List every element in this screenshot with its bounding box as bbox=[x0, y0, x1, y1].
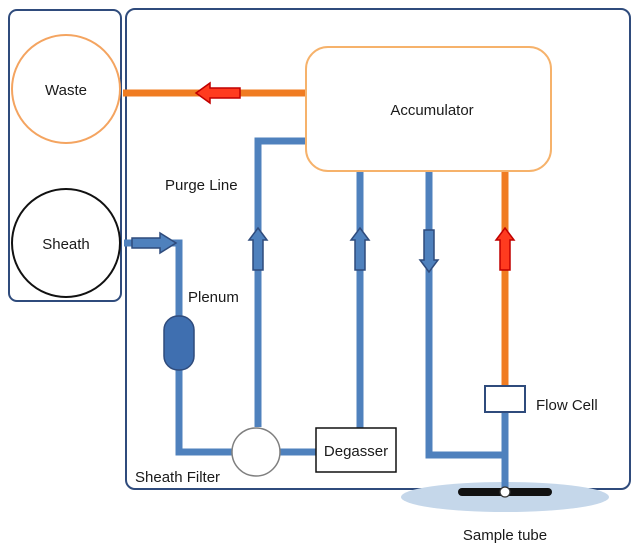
sheath-filter-label: Sheath Filter bbox=[135, 469, 220, 486]
sample-nozzle bbox=[499, 486, 511, 498]
waste-reservoir bbox=[11, 34, 121, 144]
accumulator-box bbox=[305, 46, 552, 172]
sheath-filter bbox=[231, 427, 281, 477]
purge-line bbox=[254, 137, 307, 427]
plenum bbox=[163, 315, 195, 371]
arrow-right-icon bbox=[131, 231, 178, 255]
sample-tube-label: Sample tube bbox=[463, 527, 547, 544]
accumulator-label: Accumulator bbox=[390, 102, 473, 119]
waste-label: Waste bbox=[45, 82, 87, 99]
flow-cell-box bbox=[484, 385, 526, 413]
degasser-label: Degasser bbox=[324, 443, 388, 460]
plenum-label: Plenum bbox=[188, 289, 239, 306]
flow-cell-label: Flow Cell bbox=[536, 397, 598, 414]
arrow-up-icon bbox=[349, 226, 371, 271]
degasser-box bbox=[315, 427, 397, 473]
sheath-reservoir bbox=[11, 188, 121, 298]
arrow-left-icon bbox=[194, 81, 241, 105]
purge-line-label: Purge Line bbox=[165, 177, 238, 194]
arrow-down-icon bbox=[418, 229, 440, 274]
arrow-up-icon bbox=[494, 226, 516, 271]
sheath-label: Sheath bbox=[42, 236, 90, 253]
arrow-up-icon bbox=[247, 226, 269, 271]
